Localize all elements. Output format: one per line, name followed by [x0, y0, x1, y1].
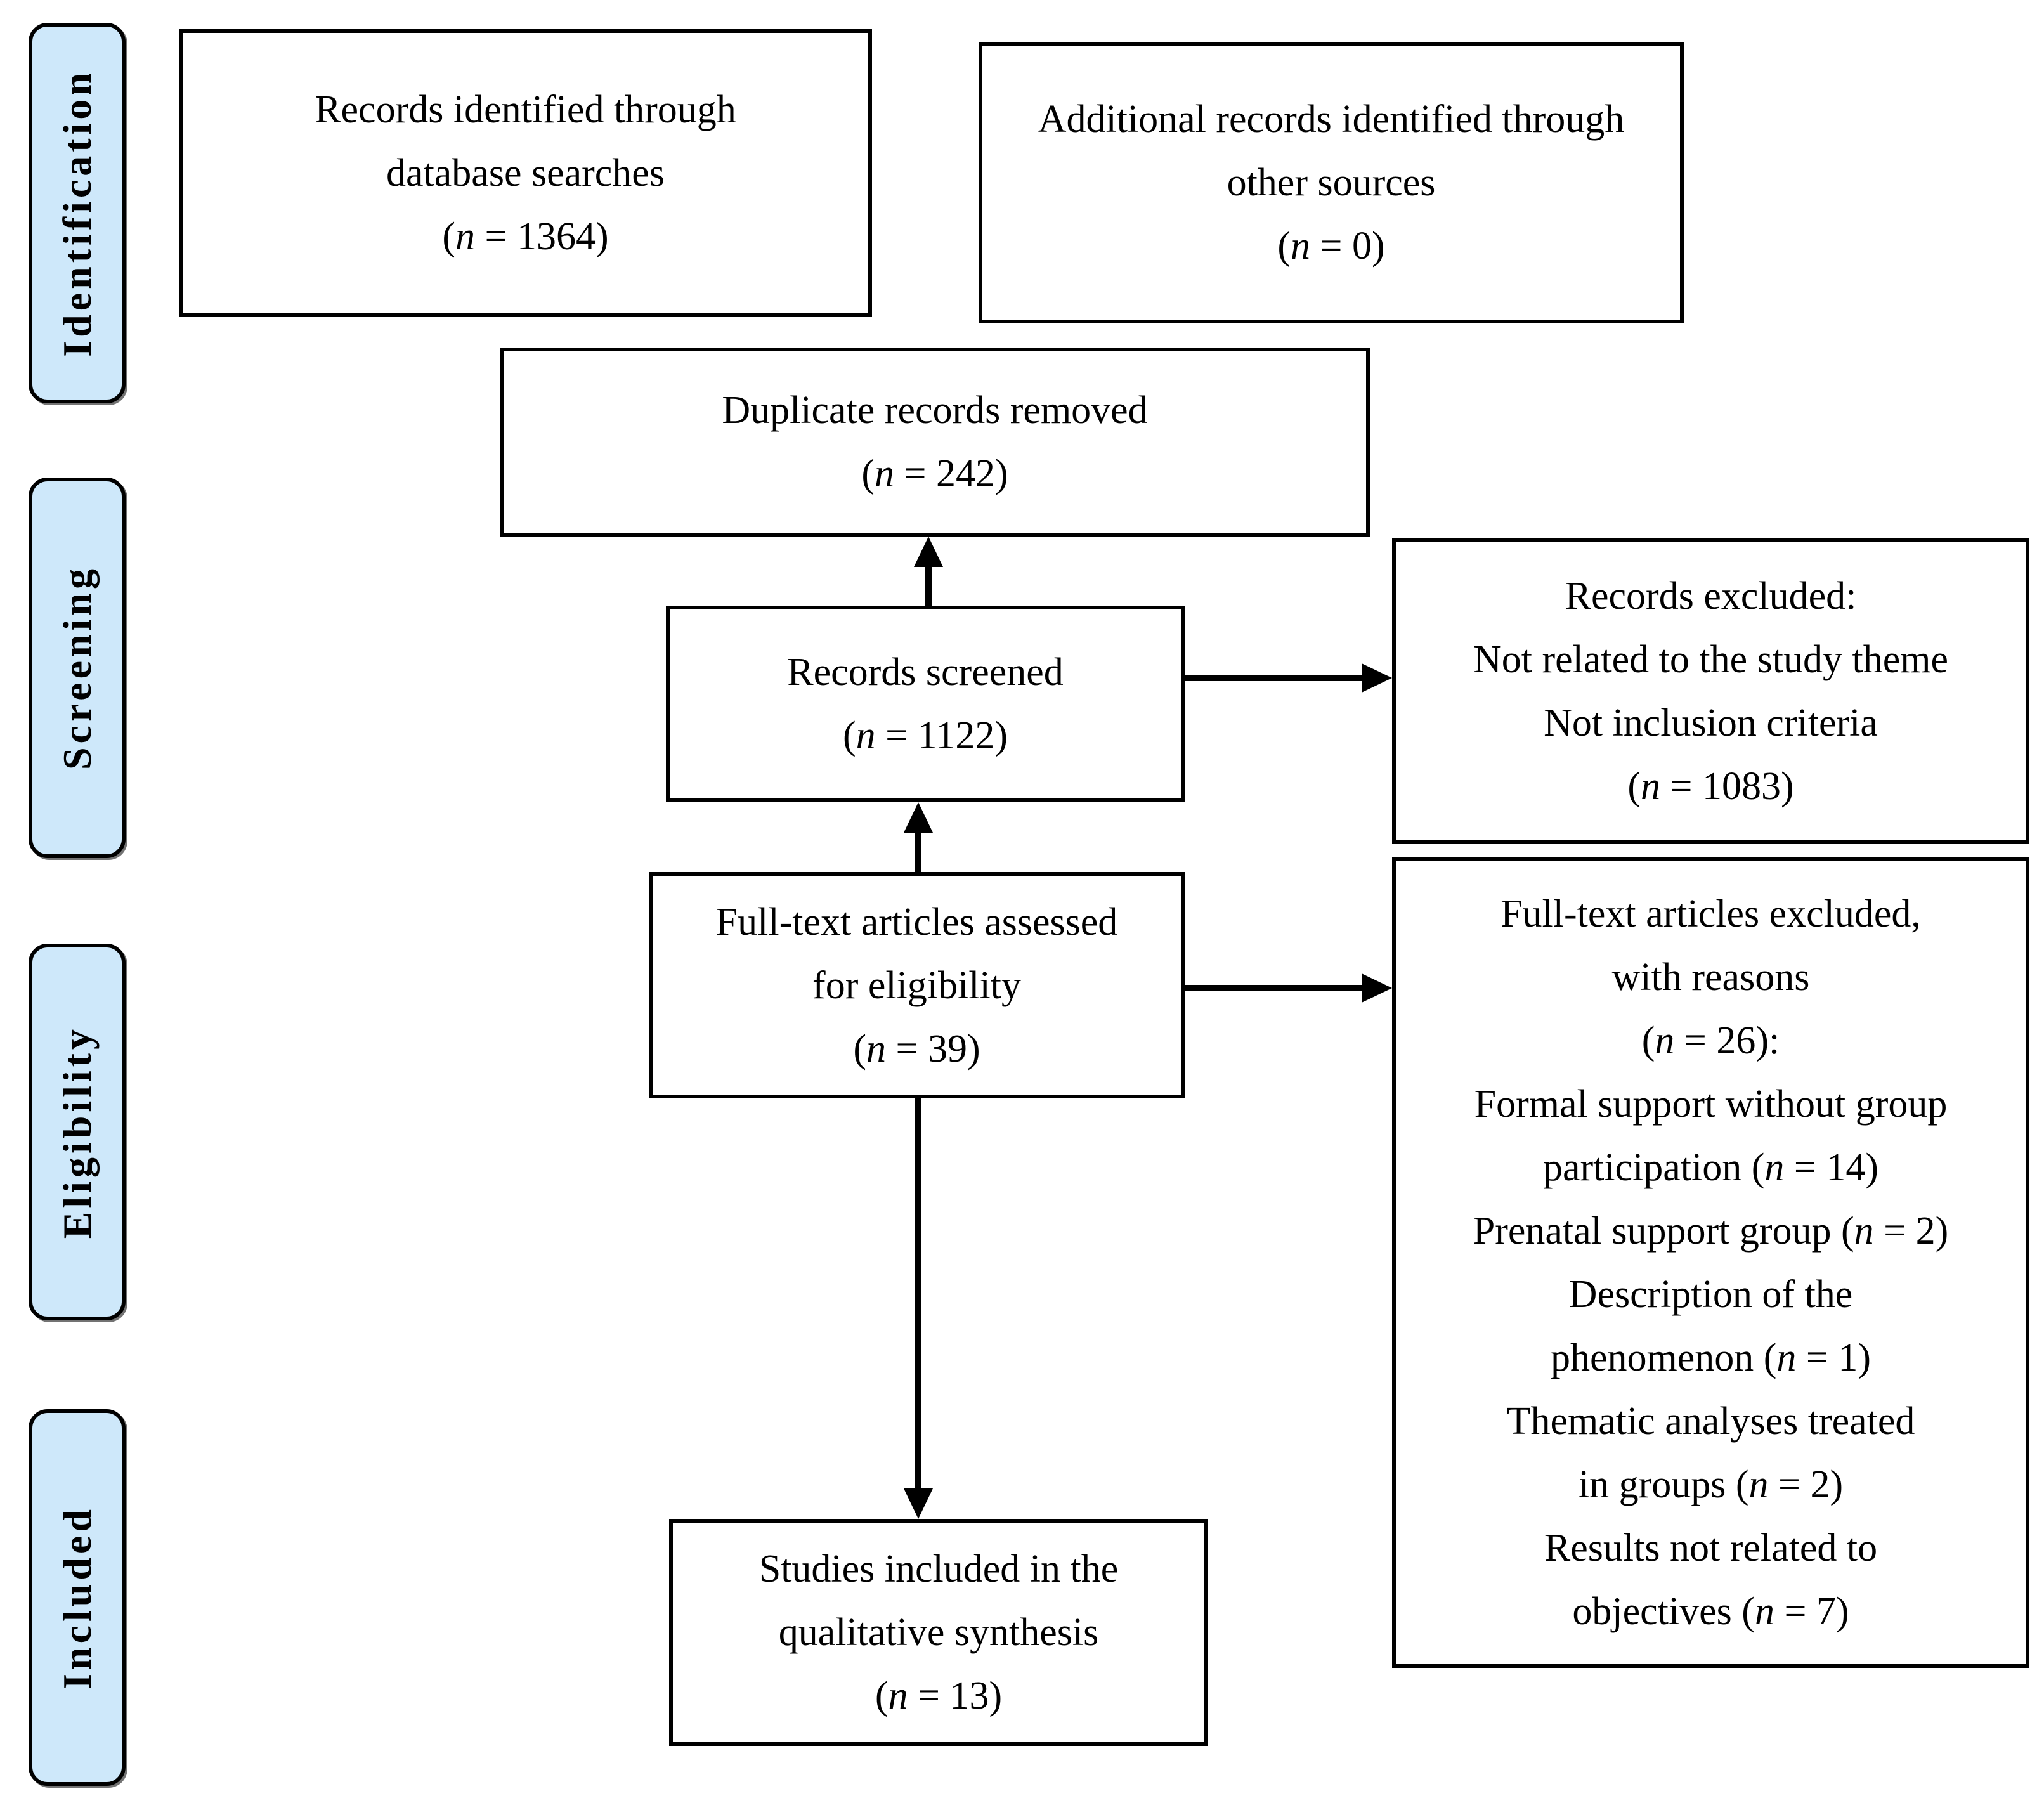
text-line: (n = 1364)	[442, 215, 609, 258]
box-fulltext-assessed: Full-text articles assessed for eligibili…	[649, 872, 1185, 1098]
text-line: objectives (n = 7)	[1572, 1589, 1849, 1633]
arrow-screened-to-excluded-shaft	[1185, 675, 1364, 681]
stage-included: Included	[29, 1409, 126, 1786]
text-line: (n = 39)	[853, 1027, 980, 1071]
text-line: (n = 13)	[875, 1674, 1003, 1717]
text-line: (n = 1083)	[1627, 764, 1794, 808]
box-studies-included: Studies included in the qualitative synth…	[669, 1519, 1208, 1746]
text-line: (n = 26):	[1641, 1019, 1780, 1062]
arrow-assessed-to-included-shaft	[915, 1098, 921, 1489]
text-line: with reasons	[1611, 955, 1810, 999]
arrow-screened-to-excluded-head	[1362, 663, 1392, 693]
arrow-assessed-to-screened-head	[904, 802, 933, 833]
stage-identification-label: Identification	[54, 69, 100, 357]
text-line: for eligibility	[812, 963, 1021, 1007]
arrow-assessed-to-included-head	[904, 1488, 933, 1519]
text-line: Records screened	[787, 651, 1064, 694]
text-line: Not inclusion criteria	[1544, 701, 1878, 745]
text-line: participation (n = 14)	[1542, 1145, 1879, 1189]
arrow-assessed-to-excluded-head	[1362, 973, 1392, 1003]
box-additional-records: Additional records identified through oth…	[979, 42, 1684, 323]
text-line: Additional records identified through	[1038, 98, 1625, 141]
box-fulltext-excluded: Full-text articles excluded, with reasons…	[1392, 857, 2029, 1668]
text-line: Records excluded:	[1565, 574, 1857, 618]
text-line: Prenatal support group (n = 2)	[1473, 1209, 1949, 1253]
box-records-screened: Records screened (n = 1122)	[666, 606, 1185, 802]
text-line: Thematic analyses treated	[1506, 1399, 1915, 1443]
box-records-identified: Records identified through database searc…	[179, 29, 872, 317]
text-line: Full-text articles excluded,	[1500, 892, 1921, 935]
text-line: Not related to the study theme	[1473, 637, 1948, 681]
stage-screening: Screening	[29, 478, 126, 858]
arrow-assessed-to-excluded-shaft	[1185, 985, 1364, 991]
text-line: Formal support without group	[1474, 1082, 1948, 1126]
arrow-assessed-to-screened-shaft	[915, 831, 921, 872]
stage-eligibility-label: Eligibility	[54, 1025, 100, 1239]
stage-screening-label: Screening	[54, 565, 100, 771]
box-duplicates-removed: Duplicate records removed (n = 242)	[500, 348, 1370, 537]
text-line: Records identified through	[315, 88, 736, 131]
stage-included-label: Included	[54, 1506, 100, 1690]
text-line: in groups (n = 2)	[1578, 1462, 1844, 1506]
stage-identification: Identification	[29, 23, 126, 403]
text-line: Duplicate records removed	[722, 389, 1148, 432]
text-line: Results not related to	[1544, 1526, 1878, 1570]
text-line: Full-text articles assessed	[715, 900, 1118, 944]
text-line: Studies included in the	[758, 1547, 1119, 1591]
arrow-screened-to-duplicates-head	[914, 537, 943, 567]
text-line: phenomenon (n = 1)	[1550, 1336, 1871, 1379]
text-line: (n = 242)	[861, 452, 1008, 495]
stage-eligibility: Eligibility	[29, 944, 126, 1320]
arrow-screened-to-duplicates-shaft	[925, 566, 932, 606]
text-line: other sources	[1227, 161, 1436, 204]
box-records-excluded: Records excluded: Not related to the stud…	[1392, 538, 2029, 844]
text-line: (n = 0)	[1277, 225, 1385, 268]
text-line: qualitative synthesis	[778, 1611, 1099, 1654]
text-line: Description of the	[1568, 1272, 1853, 1316]
text-line: database searches	[386, 152, 665, 195]
text-line: (n = 1122)	[843, 714, 1008, 757]
